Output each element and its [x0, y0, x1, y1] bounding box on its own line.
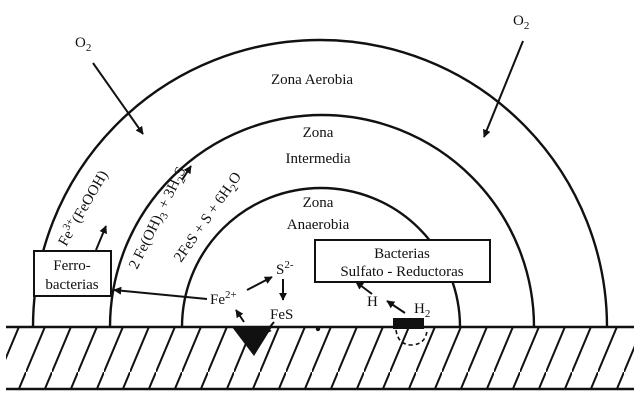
corrosion-pit [232, 327, 272, 356]
fes-label: FeS [270, 307, 293, 323]
cathode-deposit [393, 318, 424, 329]
intermediate-zone-boundary [108, 113, 536, 328]
hydrogen-atom-label: H [367, 294, 378, 310]
svg-text:Bacterias: Bacterias [374, 246, 430, 262]
aerobic-zone-boundary [31, 38, 609, 328]
metal-substrate [6, 325, 634, 391]
hydrogen-molecule-label: H2 [414, 301, 430, 320]
sulfate-reducing-bacteria-box: Bacterias Sulfato - Reductoras [314, 239, 491, 283]
svg-text:bacterias: bacterias [45, 277, 98, 293]
small-pit [315, 326, 321, 332]
oxygen-arrow-left [92, 62, 144, 135]
fe2-to-iron-bacteria-arrow [113, 286, 208, 300]
svg-text:Ferro-: Ferro- [53, 258, 91, 274]
feooh-arrow [95, 225, 107, 251]
fe2-release-arrow [235, 309, 245, 323]
anaerobic-zone-label-line2: Anaerobia [287, 217, 350, 233]
feoh3-arrow [181, 165, 192, 181]
intermediate-zone-label-line2: Intermedia [286, 151, 351, 167]
aerobic-zone-label: Zona Aerobia [271, 72, 353, 88]
reaction-fe3-feooh: Fe3+(FeOOH) [53, 167, 112, 249]
h2-to-h-arrow [386, 300, 406, 314]
oxygen-arrow-right [483, 40, 524, 138]
oxygen-label-right: O2 [513, 13, 529, 32]
hydrogen-to-bacteria-arrow [355, 281, 373, 295]
anaerobic-zone-label-line1: Zona [303, 195, 334, 211]
svg-text:Sulfato - Reductoras: Sulfato - Reductoras [340, 264, 463, 280]
iron-bacteria-box: Ferro- bacterias [33, 250, 112, 297]
fe2-to-s2-arrow [246, 276, 273, 291]
fe2-ion-label: Fe2+ [210, 289, 237, 308]
cathode-outline [395, 329, 428, 346]
sulfide-ion-label: S2- [276, 259, 294, 278]
oxygen-label-left: O2 [75, 35, 91, 54]
intermediate-zone-label-line1: Zona [303, 125, 334, 141]
